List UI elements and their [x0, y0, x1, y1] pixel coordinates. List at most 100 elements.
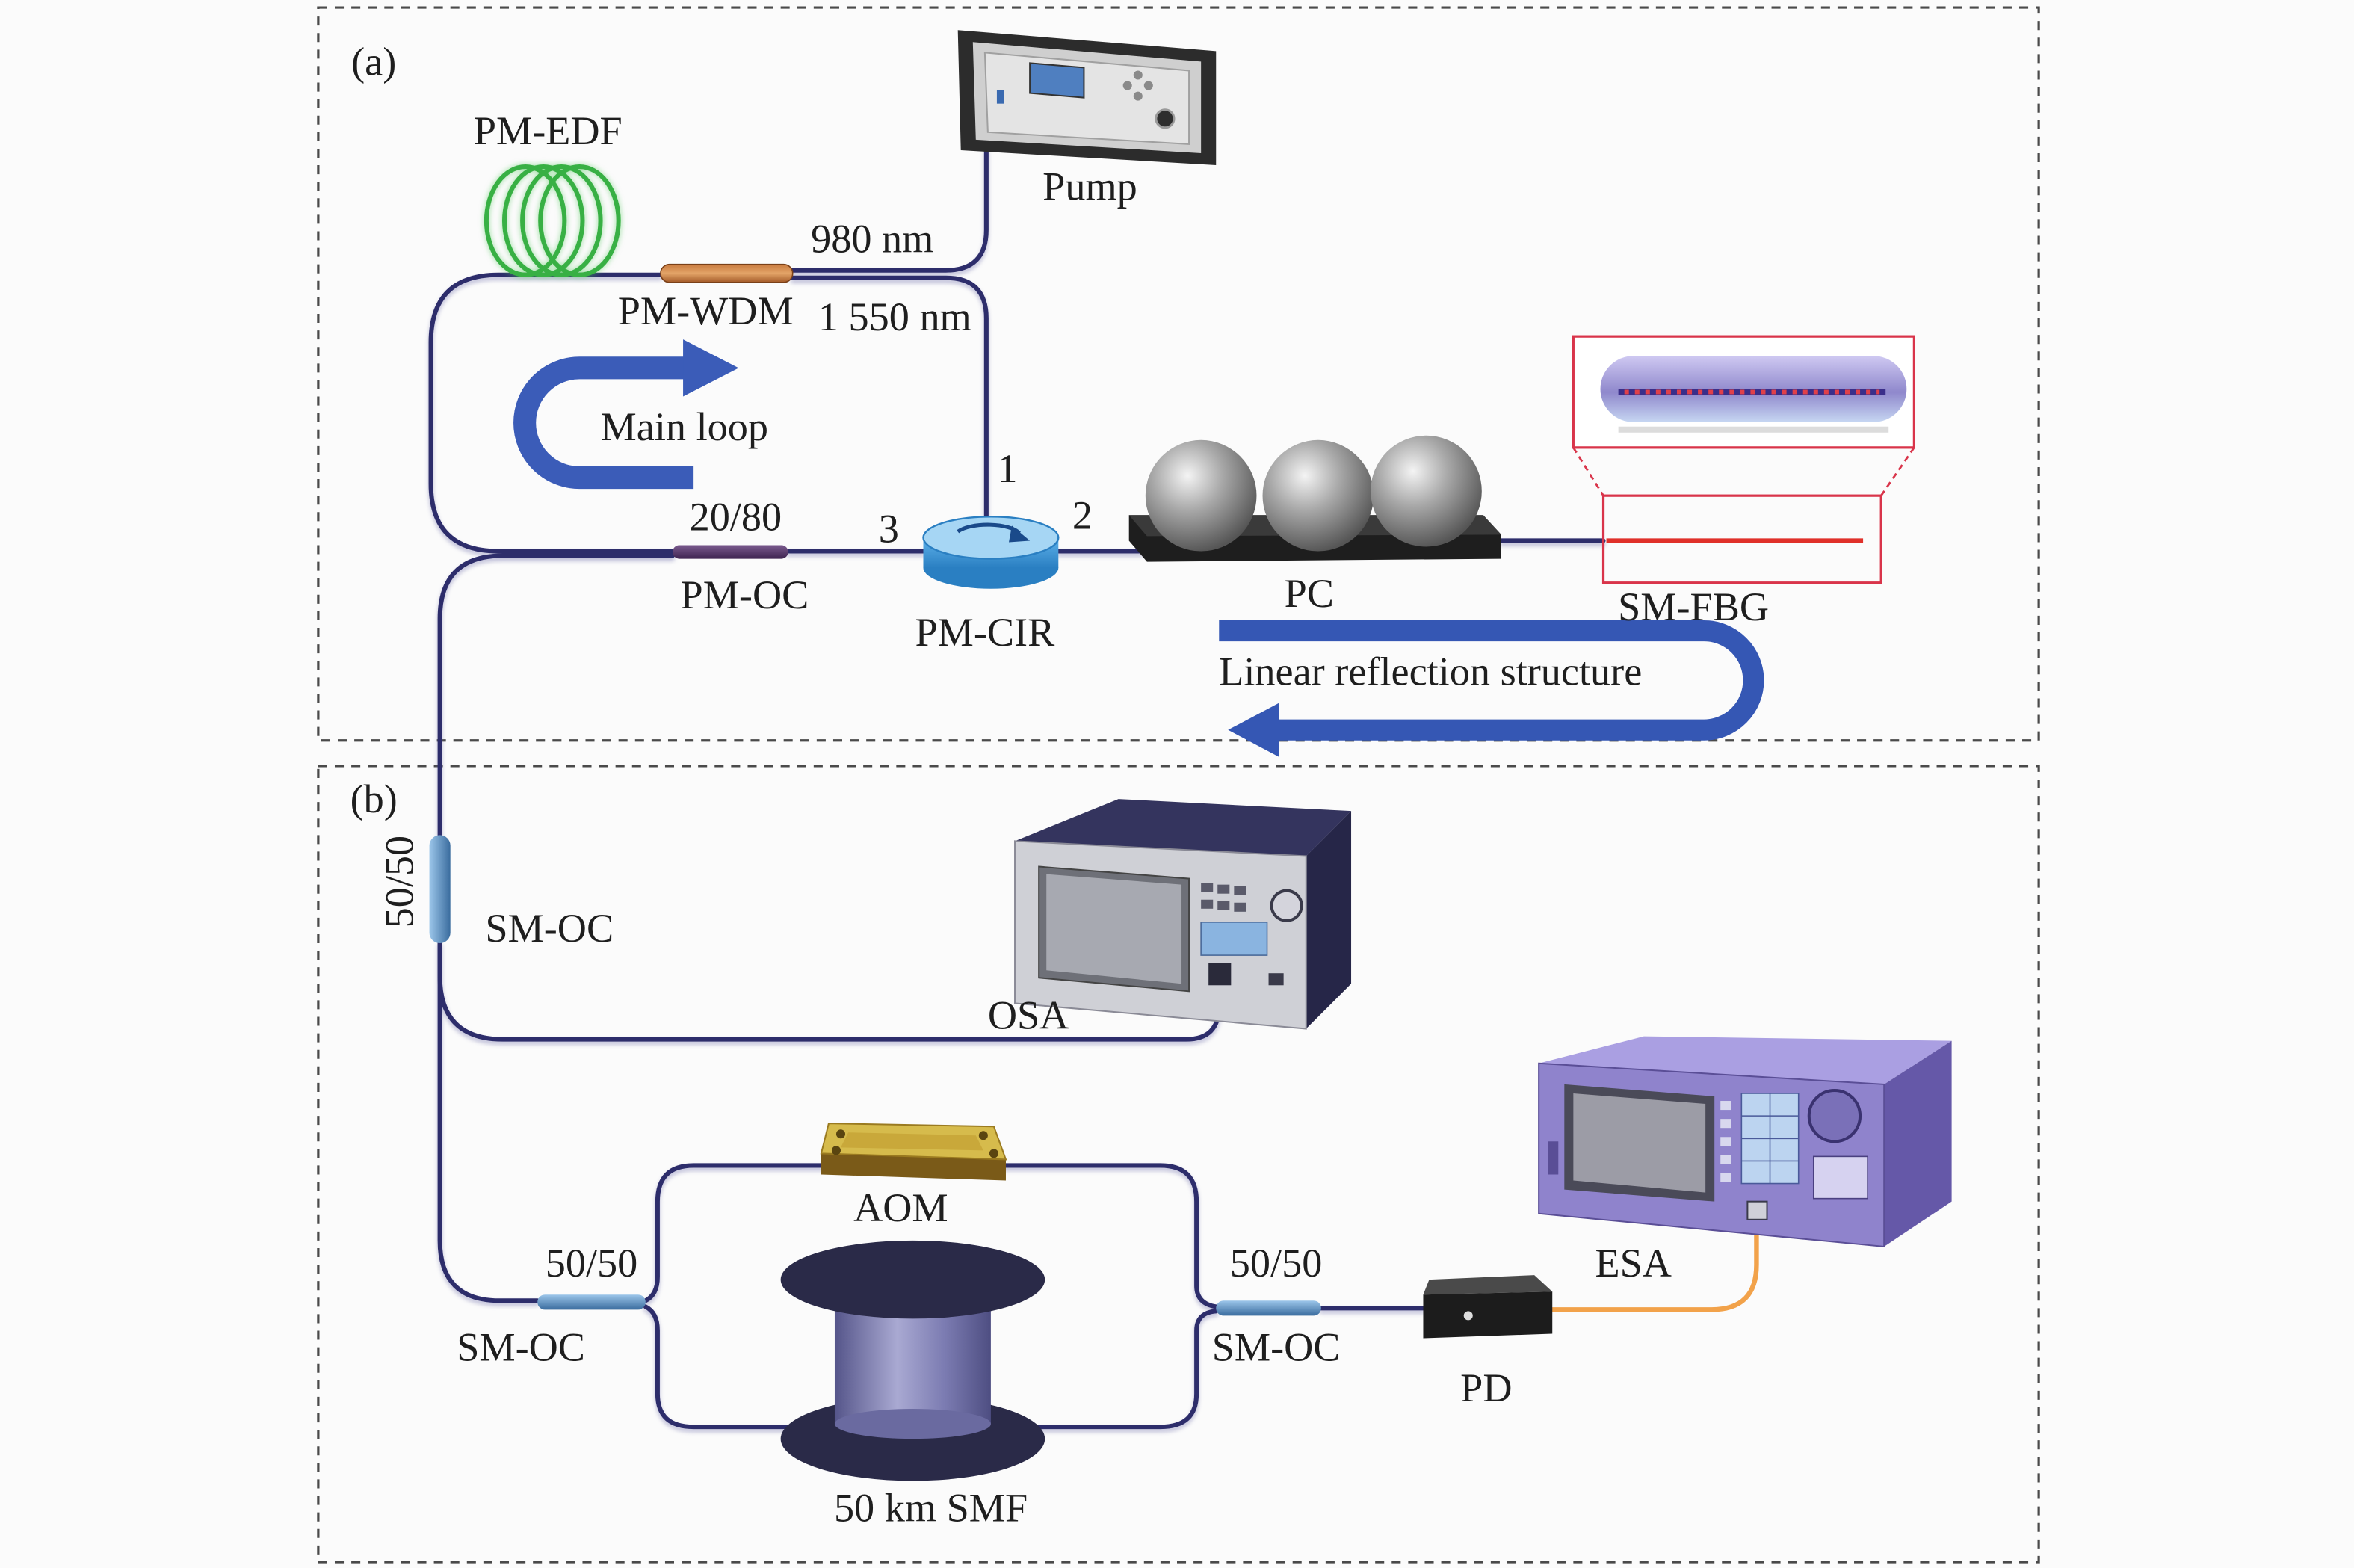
panel-a-label: (a): [351, 39, 396, 84]
wavelength-1550-label: 1 550 nm: [818, 294, 971, 339]
pm-oc-label: PM-OC: [681, 572, 809, 617]
pc-paddle-2: [1262, 439, 1374, 552]
osa-button: [1217, 901, 1230, 910]
pm-wdm-label: PM-WDM: [618, 288, 794, 333]
osa-button: [1234, 886, 1246, 895]
fbg-zoom-connector-left: [1572, 447, 1604, 496]
aom-top-inner: [841, 1132, 983, 1151]
osa-input-port: [1208, 963, 1232, 986]
cir-top: [922, 516, 1060, 560]
aom-label: AOM: [853, 1185, 948, 1230]
oc-ratio-label: 20/80: [690, 494, 782, 539]
split-oc-ratio-label: 50/50: [546, 1241, 638, 1285]
aom-screw: [831, 1146, 841, 1155]
osa-knob: [1270, 889, 1303, 922]
sm-fbg: [1572, 335, 1915, 584]
lower-arm-fiber-left: [643, 1304, 789, 1430]
combine-oc-ratio-label: 50/50: [1230, 1241, 1323, 1285]
tap-oc-ratio-label: 50/50: [377, 836, 421, 928]
pump-button-left: [1122, 81, 1132, 90]
esa-softkey: [1720, 1137, 1731, 1146]
pm-edf-coil: [484, 164, 621, 277]
wdm-to-pump-fiber: [790, 147, 989, 273]
photodetector: [1423, 1275, 1553, 1339]
cir-port-3-label: 3: [879, 506, 899, 551]
combine-oc-label: SM-OC: [1212, 1325, 1341, 1370]
pump-device: [957, 30, 1217, 166]
spool-top-flange: [780, 1240, 1045, 1319]
upper-arm-fiber-left: [643, 1163, 825, 1303]
pd-front: [1423, 1291, 1553, 1339]
aom-screw: [835, 1129, 846, 1139]
main-loop-arrow-shaft: [513, 356, 694, 490]
tap-sm-oc: [429, 835, 451, 944]
tap-oc-label: SM-OC: [485, 906, 614, 951]
wavelength-980-label: 980 nm: [811, 217, 933, 262]
pm-cir: [922, 516, 1060, 589]
pc-paddle-1: [1145, 439, 1257, 552]
osa-button: [1234, 902, 1246, 912]
cir-port-2-label: 2: [1072, 493, 1093, 537]
edf-coil-loop: [501, 164, 585, 277]
pump-knob: [1155, 108, 1176, 129]
pump-indicator: [996, 90, 1004, 104]
osa-side: [1306, 811, 1352, 1029]
esa-softkey: [1720, 1155, 1731, 1164]
fiber-network: [428, 147, 1606, 1430]
pm-cir-label: PM-CIR: [915, 610, 1055, 655]
pd-to-esa-cable: [1548, 1211, 1759, 1312]
esa-softkey: [1720, 1119, 1731, 1129]
upper-arm-fiber-right: [1000, 1163, 1219, 1309]
pm-oc: [673, 545, 788, 559]
esa-screen-inner: [1573, 1093, 1706, 1193]
split-oc-label: SM-OC: [457, 1325, 585, 1370]
aom-base: [821, 1153, 1006, 1181]
pd-indicator: [1463, 1311, 1473, 1321]
polarization-controller: [1128, 435, 1501, 562]
esa-numpad: [1812, 1155, 1868, 1200]
pc-paddle-3: [1371, 435, 1482, 547]
smf-label: 50 km SMF: [834, 1486, 1028, 1531]
cir-port-1-label: 1: [997, 446, 1017, 491]
aom-screw: [978, 1131, 988, 1140]
osa-power-button: [1268, 973, 1284, 986]
tap-to-osa-fiber: [437, 941, 1222, 1042]
osa-button: [1217, 884, 1230, 894]
wdm-to-cir-port1-fiber: [790, 275, 989, 521]
panel-a-frame: [317, 6, 2040, 742]
panel-b-frame: [317, 765, 2040, 1564]
esa-side: [1884, 1040, 1952, 1247]
pump-screen: [1029, 62, 1085, 99]
panel-b-label: (b): [350, 777, 398, 821]
combine-sm-oc: [1216, 1300, 1321, 1316]
osa-label: OSA: [988, 993, 1069, 1038]
fbg-box: [1601, 494, 1882, 584]
main-loop-label: Main loop: [601, 404, 768, 449]
osa-button: [1201, 883, 1214, 892]
esa-instrument: [1538, 1036, 1952, 1248]
tap-to-split-fiber: [437, 941, 540, 1303]
esa-softkey: [1720, 1101, 1731, 1111]
pump-button-right: [1143, 81, 1153, 90]
fbg-zoom-shadow: [1618, 426, 1889, 433]
pm-wdm: [660, 263, 794, 283]
edf-coil-loop: [484, 164, 567, 277]
pc-label: PC: [1285, 571, 1334, 616]
main-loop-arrowhead: [683, 339, 739, 397]
esa-top: [1539, 1036, 1952, 1084]
lower-arm-fiber-right: [1037, 1309, 1219, 1430]
sm-fbg-label: SM-FBG: [1618, 584, 1769, 629]
pd-top: [1423, 1275, 1553, 1295]
aom-device: [820, 1123, 1007, 1181]
linear-reflection-arrowhead: [1228, 703, 1279, 757]
esa-softkey: [1720, 1173, 1731, 1182]
pump-button-up: [1133, 70, 1143, 80]
output-fiber: [437, 553, 676, 838]
edf-coil-loop: [520, 164, 603, 277]
edf-coil-loop: [538, 164, 621, 277]
pm-edf-label: PM-EDF: [474, 108, 623, 153]
pd-label: PD: [1460, 1365, 1512, 1410]
osa-button: [1201, 899, 1214, 909]
esa-side-controls: [1548, 1141, 1559, 1175]
